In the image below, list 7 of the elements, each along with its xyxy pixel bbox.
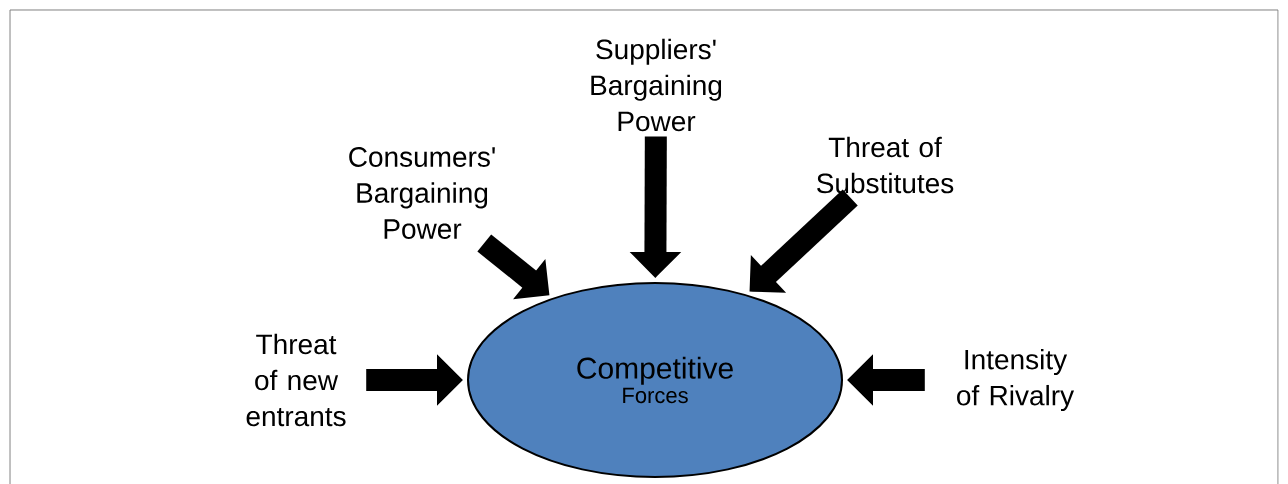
force-label: Intensity of Rivalry — [957, 348, 1075, 412]
force-label: Threat of Substitutes — [817, 136, 954, 194]
ellipse-node: Competitive Forces — [467, 282, 843, 478]
force-label: Suppliers' Bargaining Power — [591, 38, 722, 132]
force-label: Threat of new entrants — [246, 333, 346, 427]
force-label: Consumers' Bargaining Power — [349, 147, 495, 239]
block-arrow — [749, 189, 858, 293]
